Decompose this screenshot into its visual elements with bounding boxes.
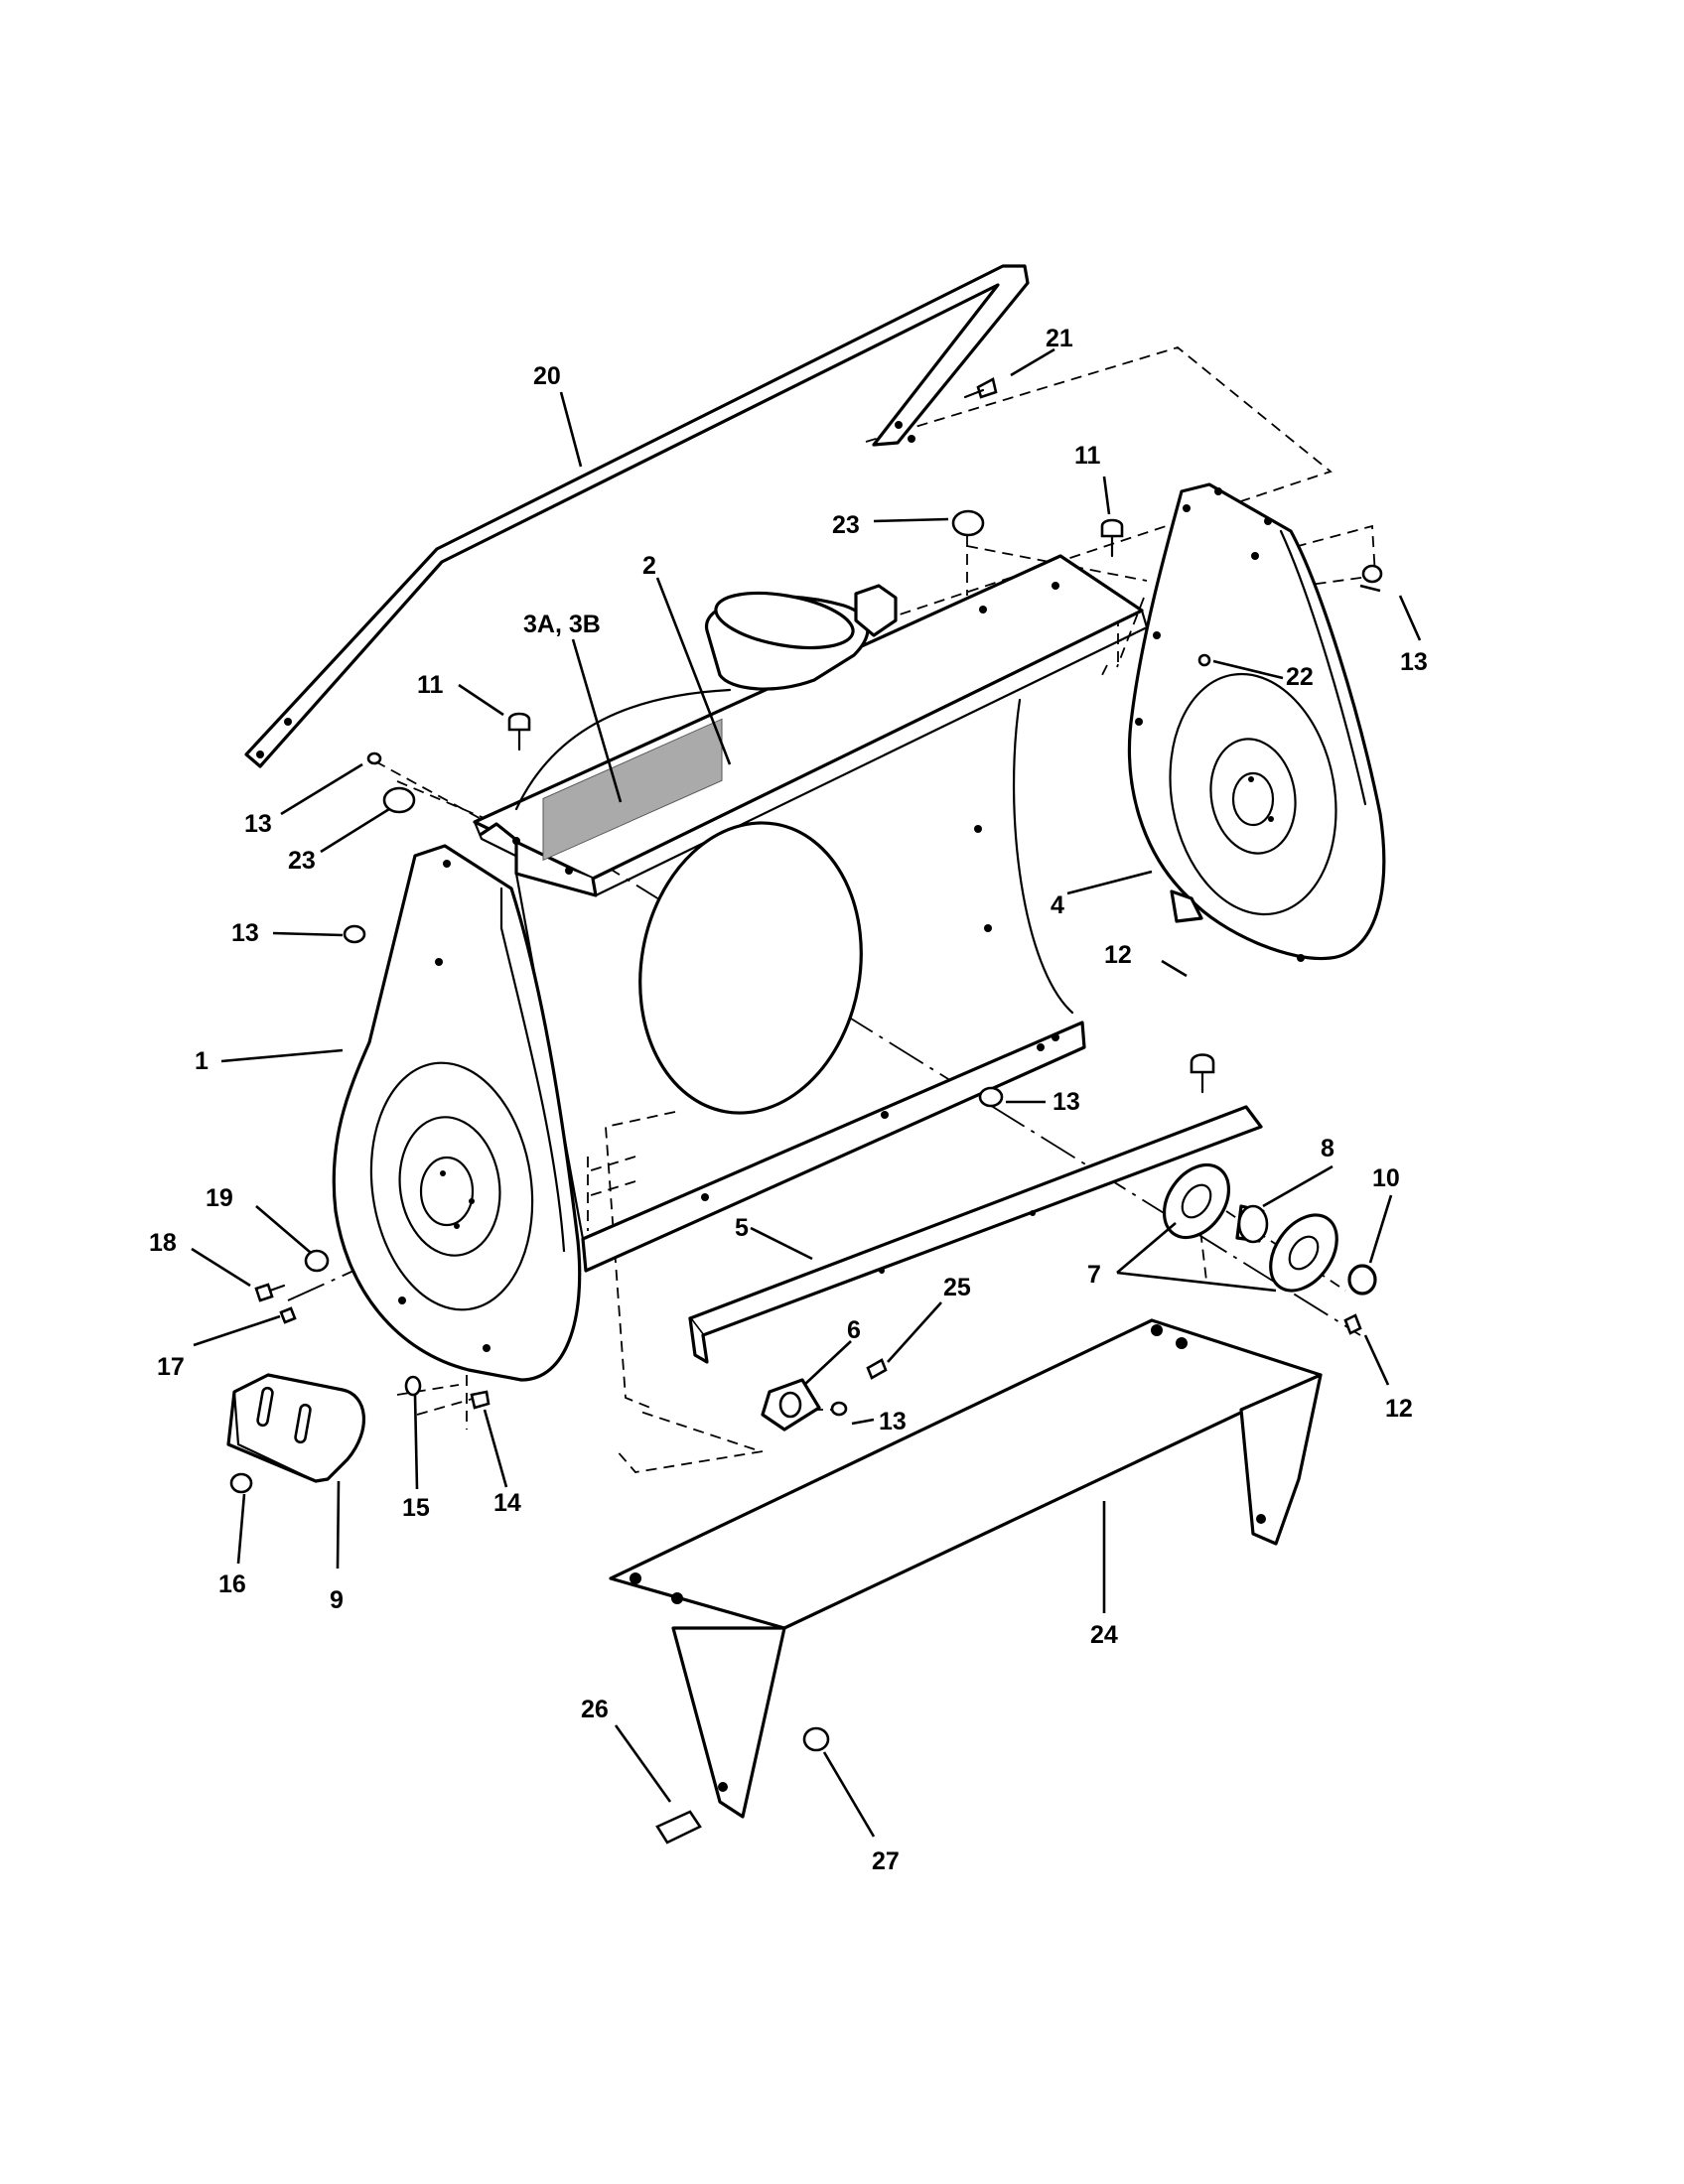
callout-15: 15: [402, 1494, 430, 1522]
callout-20: 20: [533, 362, 561, 390]
callout-19: 19: [206, 1184, 233, 1212]
callout-16: 16: [218, 1570, 246, 1598]
callout-13-left-mid: 13: [231, 919, 259, 947]
callout-1: 1: [195, 1047, 209, 1075]
right-side-plate-part: [1127, 482, 1386, 962]
callout-17: 17: [157, 1353, 185, 1381]
callout-24: 24: [1090, 1621, 1118, 1649]
callout-13-lower: 13: [879, 1408, 907, 1435]
callout-26: 26: [581, 1696, 609, 1723]
callout-2: 2: [642, 552, 656, 580]
left-side-plate-part: [332, 844, 582, 1382]
callout-13-left-top: 13: [244, 810, 272, 838]
callout-5: 5: [735, 1214, 749, 1242]
callout-22: 22: [1286, 663, 1314, 691]
chute-collar: [705, 584, 898, 691]
callout-6: 6: [847, 1316, 861, 1344]
callout-11-right: 11: [1074, 442, 1101, 470]
callout-23-left: 23: [288, 847, 316, 875]
callout-4: 4: [1051, 891, 1064, 919]
decal-label: [542, 718, 723, 862]
callout-7: 7: [1087, 1261, 1101, 1289]
callout-12-top: 12: [1104, 941, 1132, 969]
callout-labels: 20 21 11 23 2 3A, 3B 11 13 22 13 23 13 4…: [149, 325, 1428, 1875]
support-stand-part: [609, 1318, 1323, 1819]
callout-3a-3b: 3A, 3B: [523, 611, 601, 638]
callout-25: 25: [943, 1274, 971, 1301]
callout-14: 14: [493, 1489, 521, 1517]
leader-lines: [191, 347, 1422, 1838]
callout-27: 27: [872, 1847, 900, 1875]
callout-13-right-top: 13: [1400, 648, 1428, 676]
callout-11-left: 11: [417, 671, 444, 699]
skid-shoe-part: [226, 1373, 365, 1483]
callout-23-right: 23: [832, 511, 860, 539]
callout-8: 8: [1321, 1135, 1334, 1162]
callout-12-bottom: 12: [1385, 1395, 1413, 1423]
hardware-items: [229, 377, 1383, 1844]
handle-bar-part: [244, 264, 1030, 768]
callout-13-center: 13: [1052, 1088, 1080, 1116]
callout-18: 18: [149, 1229, 177, 1257]
scraper-bar-part: [688, 1105, 1263, 1364]
callout-9: 9: [330, 1586, 344, 1614]
callout-21: 21: [1046, 325, 1073, 352]
auger-housing-part: [473, 554, 1156, 1273]
callout-10: 10: [1372, 1164, 1400, 1192]
